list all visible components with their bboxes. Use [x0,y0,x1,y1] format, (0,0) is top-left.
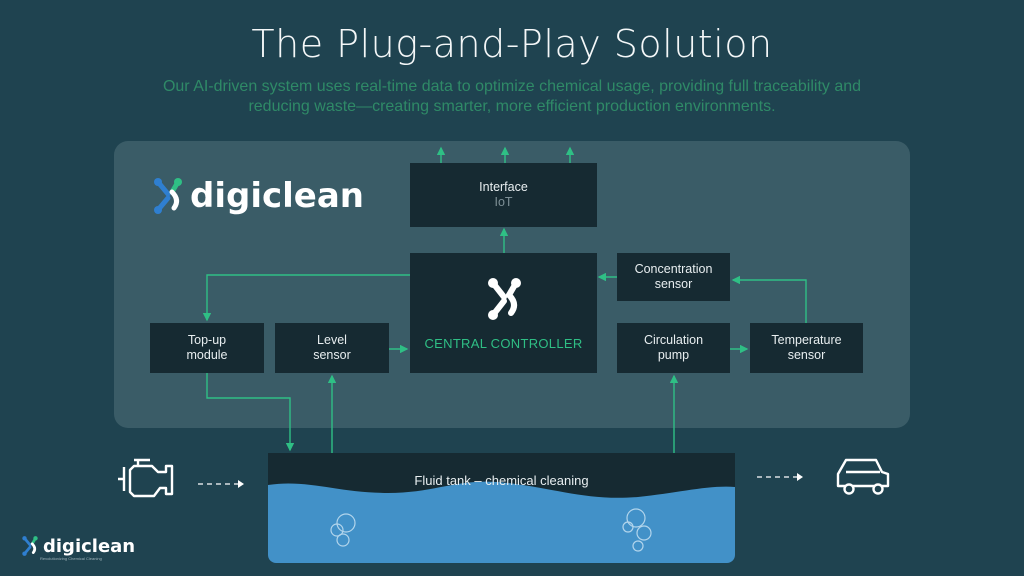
tank-water [268,481,735,563]
digiclean-logo-icon [154,178,182,214]
tank-label: Fluid tank – chemical cleaning [414,473,589,488]
digiclean-logo-text: digiclean [190,176,365,216]
digiclean-footer-logo: digiclean [20,535,135,557]
topup-module-box: Top-up module [150,323,264,373]
central-controller-label: CENTRAL CONTROLLER [424,335,583,351]
page-title: The Plug-and-Play Solution [251,22,773,66]
circulation-pump-box: Circulation pump [617,323,730,373]
temperature-to-concentration-arrow [731,275,807,323]
engine-icon [118,458,174,498]
digiclean-tagline: Revolutionizing Chemical Cleaning [40,556,102,561]
iot-label: IoT [494,195,513,209]
level-sensor-box: Level sensor [275,323,389,373]
interface-label: Interface [479,180,528,194]
fluid-tank: Fluid tank – chemical cleaning [268,453,735,563]
controller-logo-icon [487,277,521,320]
topup-to-tank-arrow [206,373,295,452]
controller-to-topup-arrow [202,274,410,322]
digiclean-footer-logo-text: digiclean [43,535,136,557]
central-controller-box: CENTRAL CONTROLLER [410,253,597,373]
temperature-sensor-box: Temperature sensor [750,323,863,373]
page-subtitle: Our AI-driven system uses real-time data… [162,78,862,115]
digiclean-footer-logo-icon [22,536,38,556]
concentration-sensor-box: Concentration sensor [617,253,730,301]
interface-iot-box: Interface IoT [410,163,597,227]
car-icon [836,458,890,495]
digiclean-logo: digiclean [150,176,364,216]
